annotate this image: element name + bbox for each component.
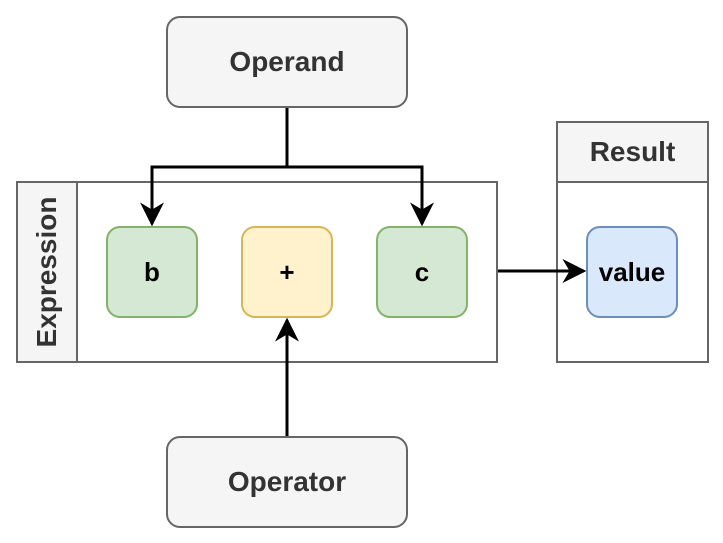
result-header: Result (558, 123, 707, 183)
node-value: value (586, 226, 678, 318)
expression-header: Expression (18, 183, 78, 361)
operand-box: Operand (166, 16, 408, 108)
result-container: Result (556, 121, 709, 363)
node-plus: + (241, 226, 333, 318)
node-c: c (376, 226, 468, 318)
operator-box: Operator (166, 436, 408, 528)
node-b: b (106, 226, 198, 318)
expression-label: Expression (31, 196, 62, 348)
